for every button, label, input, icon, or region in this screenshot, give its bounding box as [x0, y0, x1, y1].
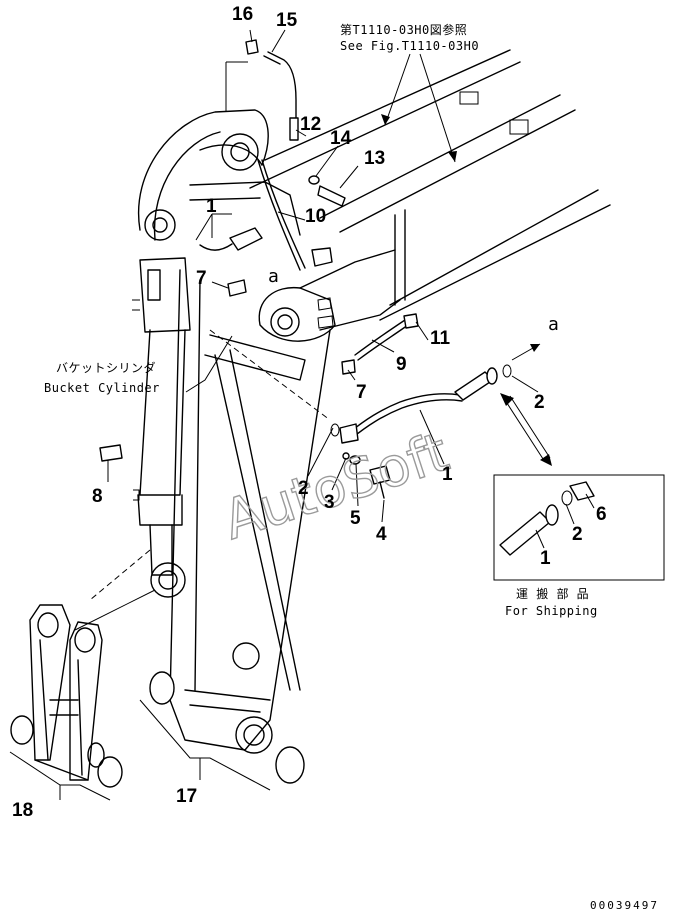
watermark: AutoSoft [216, 420, 456, 552]
seal-plates [10, 671, 305, 788]
bucket-cylinder-label-en: Bucket Cylinder [44, 381, 160, 395]
view-marker-a-right: a [548, 314, 559, 335]
callout-4: 4 [376, 524, 387, 545]
callout-6-inset: 6 [596, 504, 607, 525]
callout-15: 15 [276, 10, 298, 31]
callout-2-right: 2 [534, 392, 545, 413]
hose-lines [99, 39, 512, 499]
callout-14: 14 [330, 128, 352, 149]
leader-lines [9, 29, 552, 801]
drawing-number: 00039497 [590, 899, 659, 912]
view-marker-a-arm: a [268, 266, 279, 287]
callout-18: 18 [12, 800, 33, 821]
callout-5: 5 [350, 508, 361, 529]
callout-1-right: 1 [442, 464, 453, 485]
shipping-label-en: For Shipping [505, 604, 598, 618]
callout-10: 10 [305, 206, 326, 227]
shipping-label-jp: 運 搬 部 品 [516, 586, 589, 601]
callout-1-inset: 1 [540, 548, 551, 569]
callout-7-top: 7 [196, 268, 207, 289]
bucket-cylinder-label-jp: バケットシリンダ [56, 360, 156, 375]
callout-1-top: 1 [206, 196, 217, 217]
callout-17: 17 [176, 786, 197, 807]
shipping-inset [493, 474, 665, 581]
callout-9: 9 [396, 354, 407, 375]
reference-note-en: See Fig.T1110-03H0 [340, 39, 479, 53]
callout-11: 11 [430, 328, 451, 349]
callout-2-inset: 2 [572, 524, 583, 545]
callout-3: 3 [324, 492, 335, 513]
callout-16: 16 [232, 4, 253, 25]
callout-2-center: 2 [298, 478, 309, 499]
callout-12: 12 [300, 114, 321, 135]
callout-7-lower: 7 [356, 382, 367, 403]
callout-8: 8 [92, 486, 103, 507]
arm-assembly-drawing [74, 49, 611, 754]
link-assembly-18 [29, 604, 105, 781]
callout-13: 13 [364, 148, 385, 169]
part-callouts: 16 15 12 14 13 1 10 7 11 9 7 2 1 2 3 5 4… [12, 4, 607, 821]
reference-note-jp: 第T1110-03H0図参照 [340, 22, 467, 37]
